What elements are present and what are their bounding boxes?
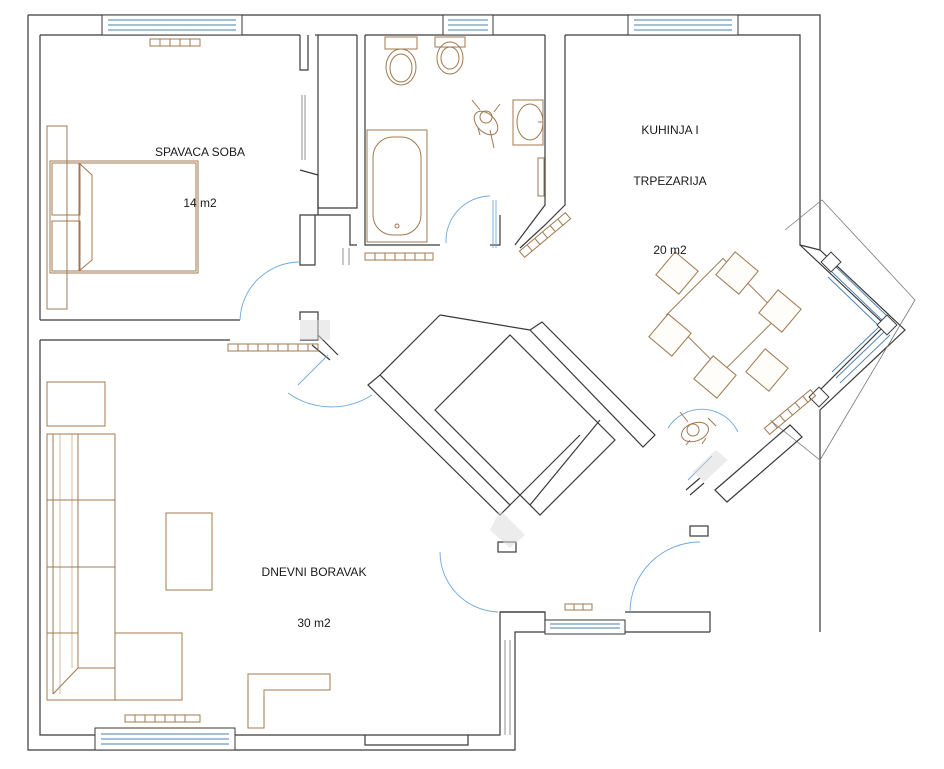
- kitchen-label: KUHINJA I TRPEZARIJA 20 m2: [610, 88, 730, 276]
- radiators: [124, 38, 817, 723]
- wall-details: [301, 95, 511, 735]
- kitchen-name-line1: KUHINJA I: [641, 123, 699, 137]
- doors: [239, 195, 739, 613]
- bedroom-label: SPAVACA SOBA 14 m2: [140, 110, 260, 229]
- living-room-label: DNEVNI BORAVAK 30 m2: [244, 530, 384, 649]
- kitchen-area: 20 m2: [653, 243, 687, 257]
- dining-set: [648, 251, 802, 446]
- living-room-name: DNEVNI BORAVAK: [261, 565, 367, 579]
- living-furniture: [46, 381, 331, 729]
- bedroom-name: SPAVACA SOBA: [154, 145, 246, 159]
- bedroom-area: 14 m2: [183, 196, 217, 210]
- kitchen-name-line2: TRPEZARIJA: [633, 174, 707, 188]
- bedroom-furniture: [46, 125, 199, 310]
- living-room-area: 30 m2: [297, 616, 331, 630]
- threshold-hatches: [300, 320, 728, 548]
- bathroom-fixtures: [366, 36, 545, 243]
- windows: [94, 14, 898, 751]
